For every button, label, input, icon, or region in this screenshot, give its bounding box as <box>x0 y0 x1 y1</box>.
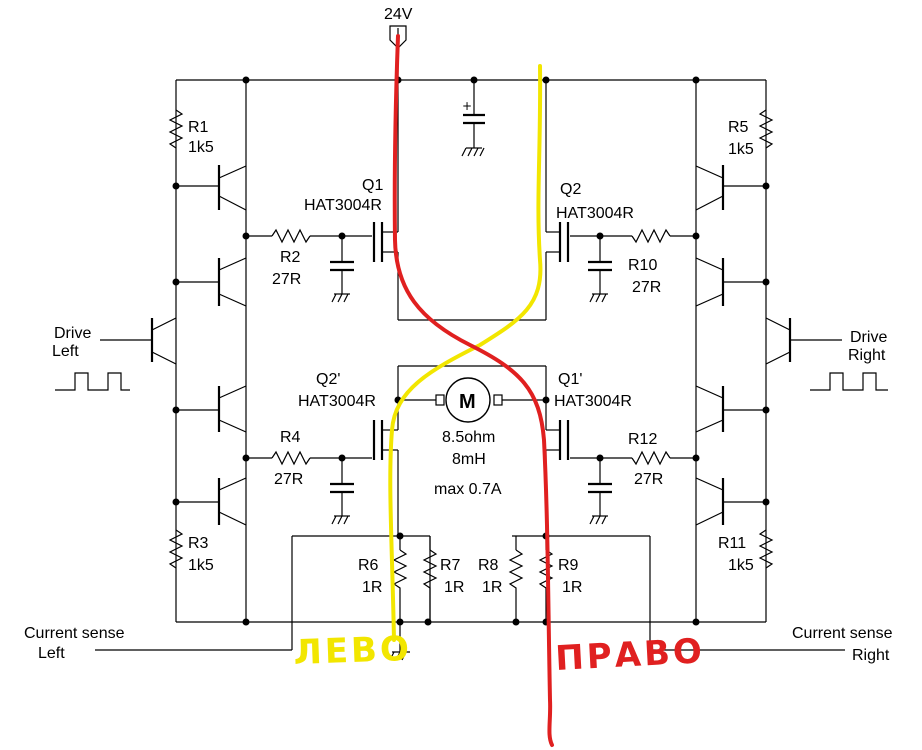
r12-name: R12 <box>628 431 657 448</box>
q2p-part: HAT3004R <box>298 393 376 410</box>
q2-part: HAT3004R <box>556 205 634 222</box>
sense-right-label-line2: Right <box>852 647 890 664</box>
supply-capacitor: + <box>461 80 485 157</box>
r11-value: 1k5 <box>728 557 754 574</box>
r2-value: 27R <box>272 271 301 288</box>
r3-name: R3 <box>188 535 209 552</box>
q2-name: Q2 <box>560 181 581 198</box>
r4-value: 27R <box>274 471 303 488</box>
q1p-name: Q1' <box>558 371 582 388</box>
r4-name: R4 <box>280 429 301 446</box>
r5-name: R5 <box>728 119 749 136</box>
r9-name: R9 <box>558 557 579 574</box>
r7-name: R7 <box>440 557 461 574</box>
annotation-right: ПРАВО <box>554 631 705 679</box>
red-path-highlight <box>392 34 554 747</box>
supply-label: 24V <box>384 6 413 23</box>
motor-resistance: 8.5ohm <box>442 429 495 446</box>
drive-left-label-line1: Drive <box>54 325 91 342</box>
r3-value: 1k5 <box>188 557 214 574</box>
q1-part: HAT3004R <box>304 197 382 214</box>
r8-value: 1R <box>482 579 502 596</box>
r10-value: 27R <box>632 279 661 296</box>
right-driver <box>570 80 888 622</box>
r2-name: R2 <box>280 249 301 266</box>
drive-left-label-line2: Left <box>52 343 79 360</box>
r12-value: 27R <box>634 471 663 488</box>
motor-symbol-label: M <box>459 391 476 413</box>
annotation-left: ЛЕВО <box>293 629 413 673</box>
svg-text:+: + <box>462 99 472 113</box>
drive-right-label-line1: Drive <box>850 329 887 346</box>
drive-right-label-line2: Right <box>848 347 886 364</box>
sense-left-label-line2: Left <box>38 645 65 662</box>
q1-name: Q1 <box>362 177 383 194</box>
motor-symbol <box>445 377 491 423</box>
r10-name: R10 <box>628 257 657 274</box>
r7-value: 1R <box>444 579 464 596</box>
r8-name: R8 <box>478 557 499 574</box>
motor-inductance: 8mH <box>452 451 486 468</box>
r9-value: 1R <box>562 579 582 596</box>
left-driver <box>55 80 372 622</box>
r1-name: R1 <box>188 119 209 136</box>
motor-max-current: max 0.7A <box>434 481 502 498</box>
q1p-part: HAT3004R <box>554 393 632 410</box>
r5-value: 1k5 <box>728 141 754 158</box>
r6-value: 1R <box>362 579 382 596</box>
q2p-name: Q2' <box>316 371 340 388</box>
sense-left-label-line1: Current sense <box>24 625 125 642</box>
sense-right-label-line1: Current sense <box>792 625 893 642</box>
r11-name: R11 <box>718 535 746 552</box>
r6-name: R6 <box>358 557 379 574</box>
yellow-path-highlight <box>388 64 543 642</box>
supply-rail <box>176 25 766 84</box>
r1-value: 1k5 <box>188 139 214 156</box>
